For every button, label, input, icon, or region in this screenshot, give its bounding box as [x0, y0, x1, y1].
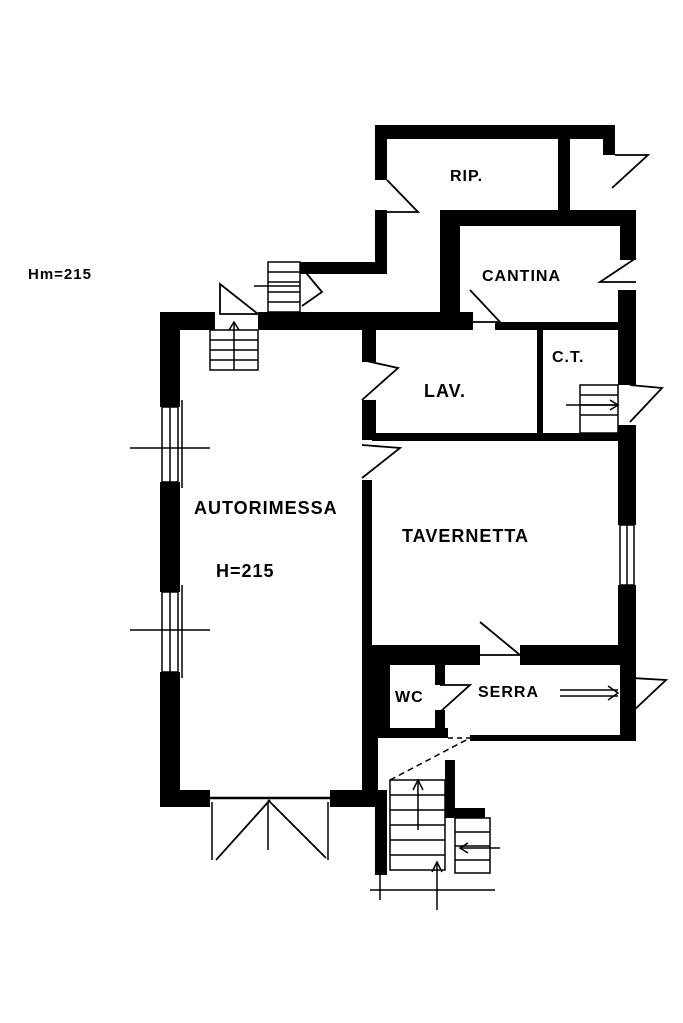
walls	[160, 125, 636, 875]
room-label-ct: C.T.	[552, 349, 584, 366]
room-label-serra: SERRA	[478, 684, 539, 701]
height-note: Hm=215	[28, 266, 92, 283]
room-label-wc: WC	[395, 689, 424, 706]
room-label-tavernetta: TAVERNETTA	[402, 526, 529, 546]
room-label-autorimessa: AUTORIMESSA	[194, 498, 338, 518]
room-label-rip: RIP.	[450, 168, 483, 185]
windows-left	[130, 400, 635, 678]
room-height-autorimessa: H=215	[216, 561, 275, 581]
room-label-cantina: CANTINA	[482, 268, 561, 285]
room-label-lav: LAV.	[424, 381, 466, 401]
doors	[210, 154, 669, 861]
stairs	[209, 261, 620, 910]
